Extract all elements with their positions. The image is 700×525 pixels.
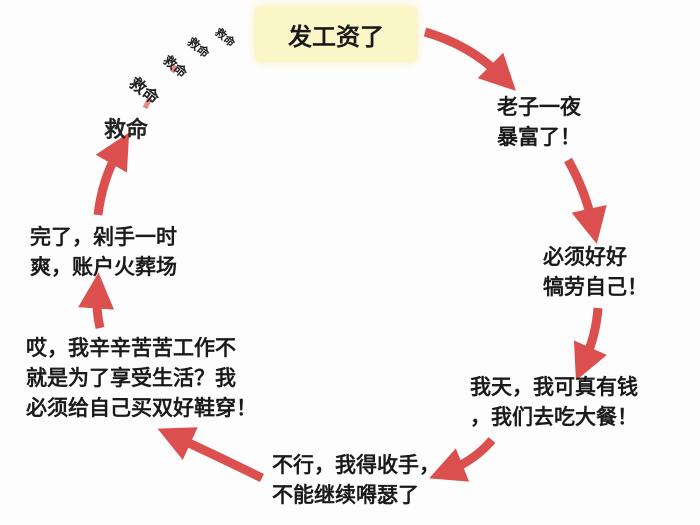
text-line: ，我们去吃大餐！ [470,405,638,429]
step-reward: 必须好好 犒劳自己！ [543,242,648,302]
text-line: 老子一夜 [497,95,581,119]
text-line: 就是为了享受生活？我 [26,366,236,390]
text-line: 完了，剁手一时 [30,225,177,249]
text-line: 不能继续嘚瑟了 [272,483,419,507]
arrow-6 [78,272,115,329]
text-line: 必须给自己买双好鞋穿！ [26,396,257,420]
text-line: 暴富了！ [497,125,581,149]
help-text-large: 救命 [104,118,149,143]
text-line: 必须好好 [543,245,627,269]
text-line: 犒劳自己！ [543,275,648,299]
text-line: 哎，我辛辛苦苦工作不 [26,336,236,360]
text-line: 爽，账户火葬场 [30,255,177,279]
text-line: 不行，我得收手， [272,453,440,477]
arrow-7 [93,132,130,216]
step-broke: 完了，剁手一时 爽，账户火葬场 [30,222,177,282]
step-feast: 我天，我可真有钱 ，我们去吃大餐！ [470,372,638,432]
step-stop: 不行，我得收手， 不能继续嘚瑟了 [272,450,440,510]
payday-box: 发工资了 [255,6,417,62]
step-rich: 老子一夜 暴富了！ [497,92,581,152]
arrow-5 [157,427,264,483]
arrow-4 [429,437,496,482]
arrow-1 [423,27,516,91]
text-line: 我天，我可真有钱 [470,375,638,399]
arrow-2 [564,157,607,244]
step-shoes: 哎，我辛辛苦苦工作不 就是为了享受生活？我 必须给自己买双好鞋穿！ [26,333,257,423]
arrow-3 [573,307,607,381]
